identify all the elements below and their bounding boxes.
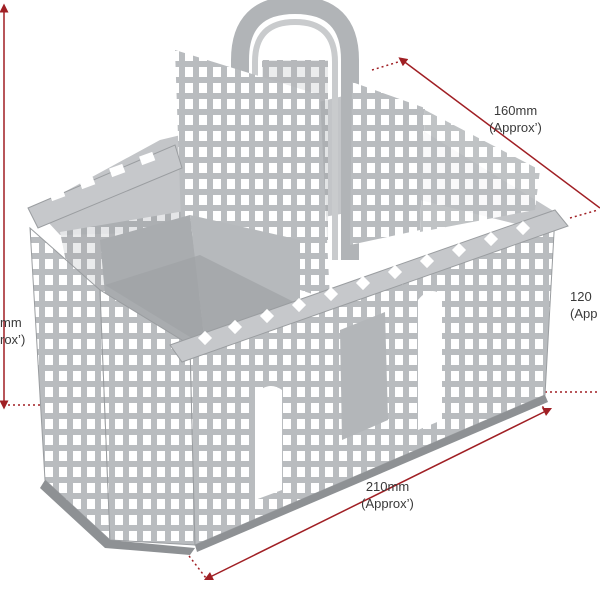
width-guide-left [185, 551, 207, 579]
depth-guide-right [569, 209, 599, 219]
height-left-label: mm rox’) [0, 314, 25, 348]
depth-line [398, 57, 600, 209]
basket-front-right-wall [189, 214, 556, 546]
width-line [203, 407, 553, 581]
height-left-value: mm [0, 315, 22, 330]
height-right-value: 120 [570, 289, 592, 304]
depth-note: (Approx’) [489, 120, 542, 135]
left-top-rim [27, 144, 183, 229]
height-left-note: rox’) [0, 332, 26, 347]
depth-guide [371, 61, 399, 71]
basket-base [40, 395, 548, 555]
depth-label: 160mm (Approx’) [468, 102, 563, 136]
width-value: 210mm [365, 479, 410, 494]
height-right-note: (App [570, 306, 598, 321]
depth-value: 160mm [493, 103, 538, 118]
height-right-label: 120 (App [570, 288, 597, 322]
basket-front-left-wall [29, 226, 196, 546]
width-note: (Approx’) [361, 496, 414, 511]
width-label: 210mm (Approx’) [340, 478, 435, 512]
dimension-lines [0, 3, 600, 581]
front-top-rim [169, 209, 569, 363]
